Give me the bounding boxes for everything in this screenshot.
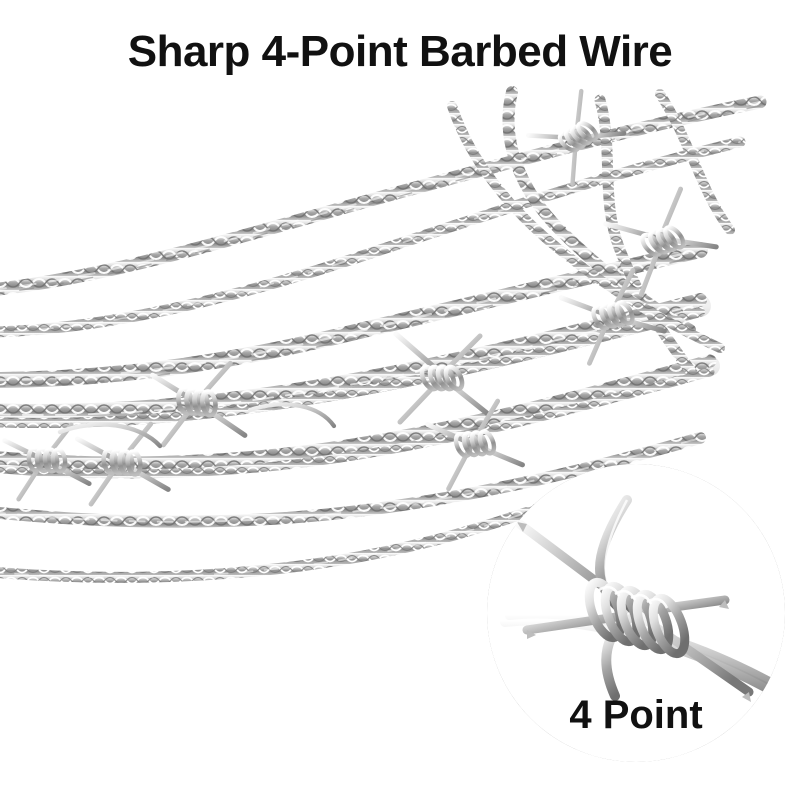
wire-strand [0, 242, 708, 388]
barb-coil [26, 446, 68, 474]
inset-barb-closeup [487, 464, 785, 762]
wire-strand [0, 502, 546, 583]
detail-inset: 4 Point [487, 464, 789, 770]
wire-strand [0, 95, 767, 296]
barb-knot [425, 398, 525, 492]
barb-coil [419, 364, 465, 392]
barb-knot [526, 88, 627, 187]
barb-coil [101, 447, 143, 477]
spike-tips [517, 522, 751, 702]
wire-loose-end [57, 402, 337, 449]
four-point-barb-illustration [487, 464, 785, 762]
wire-bundle [0, 354, 720, 479]
page-title: Sharp 4-Point Barbed Wire [127, 27, 673, 76]
barb-coil [591, 300, 635, 331]
barb-knot [149, 360, 248, 448]
wire-strand [0, 432, 706, 528]
barb-knot [603, 186, 719, 297]
inset-label: 4 Point [569, 693, 703, 737]
barbed-wire-photo [0, 80, 800, 640]
barb-knot [558, 267, 667, 366]
wire-strand [447, 86, 735, 376]
barbed-wire-illustration [0, 80, 800, 640]
barb-coil [453, 429, 497, 459]
barb-coil [640, 225, 686, 257]
barb-knot [393, 331, 491, 425]
barb-coil [176, 386, 218, 418]
barb-knot [75, 421, 171, 507]
barb-coil [557, 121, 599, 153]
coil-highlights [598, 585, 669, 609]
wire-bundle [0, 293, 711, 428]
